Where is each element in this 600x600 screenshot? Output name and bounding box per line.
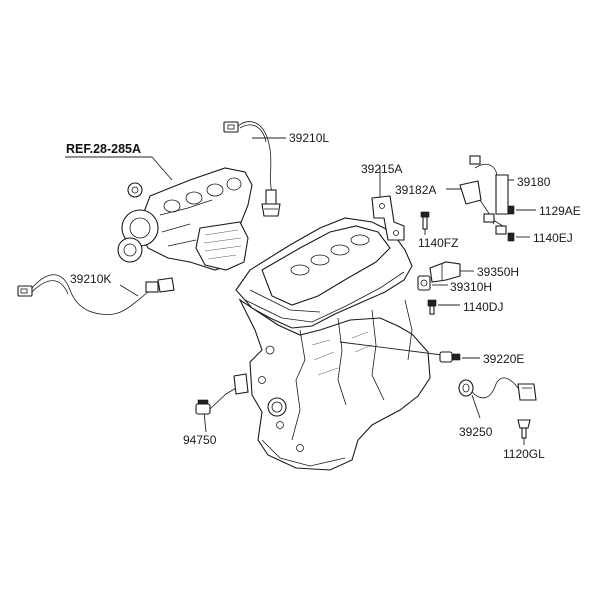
label-1140DJ[interactable]: 1140DJ xyxy=(463,300,503,314)
label-1129AE[interactable]: 1129AE xyxy=(539,204,581,218)
bolt-1120GL xyxy=(517,419,531,439)
label-1140EJ[interactable]: 1140EJ xyxy=(533,231,573,245)
label-94750[interactable]: 94750 xyxy=(183,433,217,447)
cam-position-sensor-39350H xyxy=(417,261,461,315)
label-39220E[interactable]: 39220E xyxy=(483,352,524,366)
bracket-39215A xyxy=(371,195,405,241)
label-39210L[interactable]: 39210L xyxy=(289,131,329,145)
oxygen-sensor-39210K xyxy=(17,274,175,315)
label-39310H[interactable]: 39310H xyxy=(450,280,492,294)
exhaust-manifold-turbo xyxy=(117,167,253,271)
label-39182A[interactable]: 39182A xyxy=(395,183,436,197)
bolt-1140FZ xyxy=(420,211,430,230)
crank-position-sensor-39250 xyxy=(458,377,537,401)
oxygen-sensor-39210L xyxy=(223,121,281,217)
sensor-harness-39180 xyxy=(459,155,515,242)
sensor-94750 xyxy=(195,373,249,415)
part-labels: REF.28-285A 39210L 39215A 39182A 39180 1… xyxy=(66,131,581,461)
label-39180[interactable]: 39180 xyxy=(517,175,551,189)
label-39250[interactable]: 39250 xyxy=(459,425,493,439)
label-1120GL[interactable]: 1120GL xyxy=(503,447,545,461)
label-39215A[interactable]: 39215A xyxy=(361,162,402,176)
sensor-39220E xyxy=(439,351,461,363)
label-39210K[interactable]: 39210K xyxy=(70,272,111,286)
label-39350H[interactable]: 39350H xyxy=(477,265,519,279)
reference-label[interactable]: REF.28-285A xyxy=(66,142,141,156)
label-1140FZ[interactable]: 1140FZ xyxy=(418,236,458,250)
engine-block xyxy=(235,217,431,471)
